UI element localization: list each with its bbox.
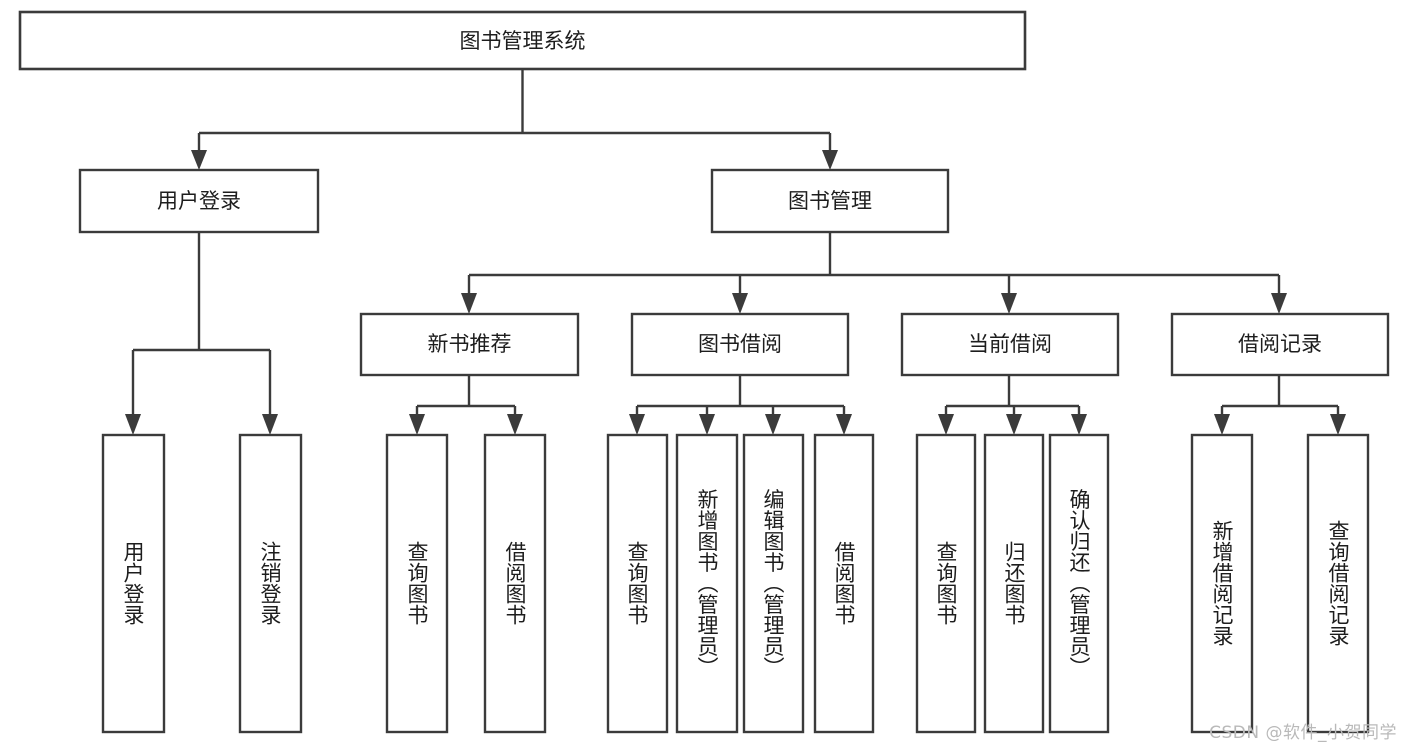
node-leaf-query-book-rec-label: 查询图书 bbox=[405, 541, 429, 625]
arrow-head-leaf-user-login bbox=[125, 414, 141, 435]
arrow-head-user-login bbox=[191, 150, 207, 170]
node-borrow-record-label: 借阅记录 bbox=[1238, 332, 1322, 356]
arrow-head-current-borrow bbox=[1001, 293, 1017, 314]
node-leaf-query-book-cb-box[interactable] bbox=[915, 433, 977, 734]
node-leaf-add-record[interactable]: 新增借阅记录 bbox=[1190, 433, 1254, 734]
node-leaf-borrow-book-bb-box[interactable] bbox=[813, 433, 875, 734]
arrow-head-book-borrow bbox=[732, 293, 748, 314]
node-leaf-user-login[interactable]: 用户登录 bbox=[101, 433, 166, 734]
node-leaf-edit-book-box[interactable] bbox=[742, 433, 805, 734]
node-leaf-query-book-bb-label: 查询图书 bbox=[625, 541, 649, 625]
arrow-head-borrow-book-rec bbox=[507, 414, 523, 435]
node-leaf-borrow-book-bb[interactable]: 借阅图书 bbox=[813, 433, 875, 734]
node-leaf-logout-box[interactable] bbox=[238, 433, 303, 734]
node-book-manage-label: 图书管理 bbox=[788, 189, 872, 213]
node-borrow-record[interactable]: 借阅记录 bbox=[1170, 312, 1390, 377]
node-borrow-record-box[interactable] bbox=[1170, 312, 1390, 377]
node-root-box[interactable] bbox=[18, 10, 1027, 71]
node-leaf-query-record-label: 查询借阅记录 bbox=[1326, 520, 1350, 646]
arrow-head-book-manage bbox=[822, 150, 838, 170]
node-leaf-query-book-bb-box[interactable] bbox=[606, 433, 669, 734]
node-leaf-confirm-return-box[interactable] bbox=[1048, 433, 1110, 734]
connector-layer bbox=[125, 69, 1346, 435]
node-leaf-borrow-book-rec-label: 借阅图书 bbox=[503, 541, 527, 625]
node-new-book-rec-box[interactable] bbox=[359, 312, 580, 377]
arrow-head-query-book-rec bbox=[409, 414, 425, 435]
arrow-head-borrow-book-bb bbox=[836, 414, 852, 435]
node-book-borrow-box[interactable] bbox=[630, 312, 850, 377]
node-leaf-borrow-book-rec[interactable]: 借阅图书 bbox=[483, 433, 547, 734]
node-leaf-borrow-book-bb-label: 借阅图书 bbox=[832, 541, 856, 625]
node-leaf-logout[interactable]: 注销登录 bbox=[238, 433, 303, 734]
node-leaf-query-record-box[interactable] bbox=[1306, 433, 1370, 734]
node-book-manage-box[interactable] bbox=[710, 168, 950, 234]
node-leaf-confirm-return-label: 确认归还（管理员） bbox=[1067, 489, 1091, 678]
node-leaf-logout-label: 注销登录 bbox=[258, 541, 282, 625]
node-leaf-query-book-rec[interactable]: 查询图书 bbox=[385, 433, 449, 734]
node-leaf-edit-book-label: 编辑图书（管理员） bbox=[761, 489, 785, 678]
node-book-borrow-label: 图书借阅 bbox=[698, 332, 782, 356]
node-leaf-query-record[interactable]: 查询借阅记录 bbox=[1306, 433, 1370, 734]
node-leaf-return-book-label: 归还图书 bbox=[1002, 541, 1026, 625]
node-user-login[interactable]: 用户登录 bbox=[78, 168, 320, 234]
node-book-borrow[interactable]: 图书借阅 bbox=[630, 312, 850, 377]
node-user-login-label: 用户登录 bbox=[157, 189, 241, 213]
arrow-head-return-book bbox=[1006, 414, 1022, 435]
node-leaf-add-book-box[interactable] bbox=[675, 433, 739, 734]
node-new-book-rec[interactable]: 新书推荐 bbox=[359, 312, 580, 377]
node-root[interactable]: 图书管理系统 bbox=[18, 10, 1027, 71]
arrow-head-new-book-rec bbox=[461, 293, 477, 314]
arrow-head-edit-book bbox=[765, 414, 781, 435]
node-leaf-user-login-label: 用户登录 bbox=[121, 541, 145, 625]
node-leaf-borrow-book-rec-box[interactable] bbox=[483, 433, 547, 734]
node-leaf-add-book[interactable]: 新增图书（管理员） bbox=[675, 433, 739, 734]
arrow-head-leaf-logout bbox=[262, 414, 278, 435]
arrow-head-add-book bbox=[699, 414, 715, 435]
node-user-login-box[interactable] bbox=[78, 168, 320, 234]
node-leaf-query-book-cb-label: 查询图书 bbox=[934, 541, 958, 625]
node-new-book-rec-label: 新书推荐 bbox=[428, 332, 512, 356]
arrow-head-query-record bbox=[1330, 414, 1346, 435]
node-leaf-user-login-box[interactable] bbox=[101, 433, 166, 734]
arrow-head-add-record bbox=[1214, 414, 1230, 435]
arrow-head-query-book-cb bbox=[938, 414, 954, 435]
node-leaf-confirm-return[interactable]: 确认归还（管理员） bbox=[1048, 433, 1110, 734]
arrow-head-confirm-return bbox=[1071, 414, 1087, 435]
node-current-borrow-box[interactable] bbox=[900, 312, 1120, 377]
node-root-label: 图书管理系统 bbox=[460, 29, 586, 53]
node-leaf-query-book-bb[interactable]: 查询图书 bbox=[606, 433, 669, 734]
node-book-manage[interactable]: 图书管理 bbox=[710, 168, 950, 234]
node-leaf-edit-book[interactable]: 编辑图书（管理员） bbox=[742, 433, 805, 734]
node-leaf-add-record-label: 新增借阅记录 bbox=[1210, 520, 1234, 646]
node-current-borrow-label: 当前借阅 bbox=[968, 332, 1052, 356]
node-current-borrow[interactable]: 当前借阅 bbox=[900, 312, 1120, 377]
node-leaf-query-book-rec-box[interactable] bbox=[385, 433, 449, 734]
node-leaf-add-record-box[interactable] bbox=[1190, 433, 1254, 734]
node-leaf-return-book[interactable]: 归还图书 bbox=[983, 433, 1045, 734]
node-leaf-return-book-box[interactable] bbox=[983, 433, 1045, 734]
arrow-head-borrow-record bbox=[1271, 293, 1287, 314]
node-leaf-add-book-label: 新增图书（管理员） bbox=[695, 489, 719, 678]
arrow-head-query-book-bb bbox=[629, 414, 645, 435]
node-leaf-query-book-cb[interactable]: 查询图书 bbox=[915, 433, 977, 734]
